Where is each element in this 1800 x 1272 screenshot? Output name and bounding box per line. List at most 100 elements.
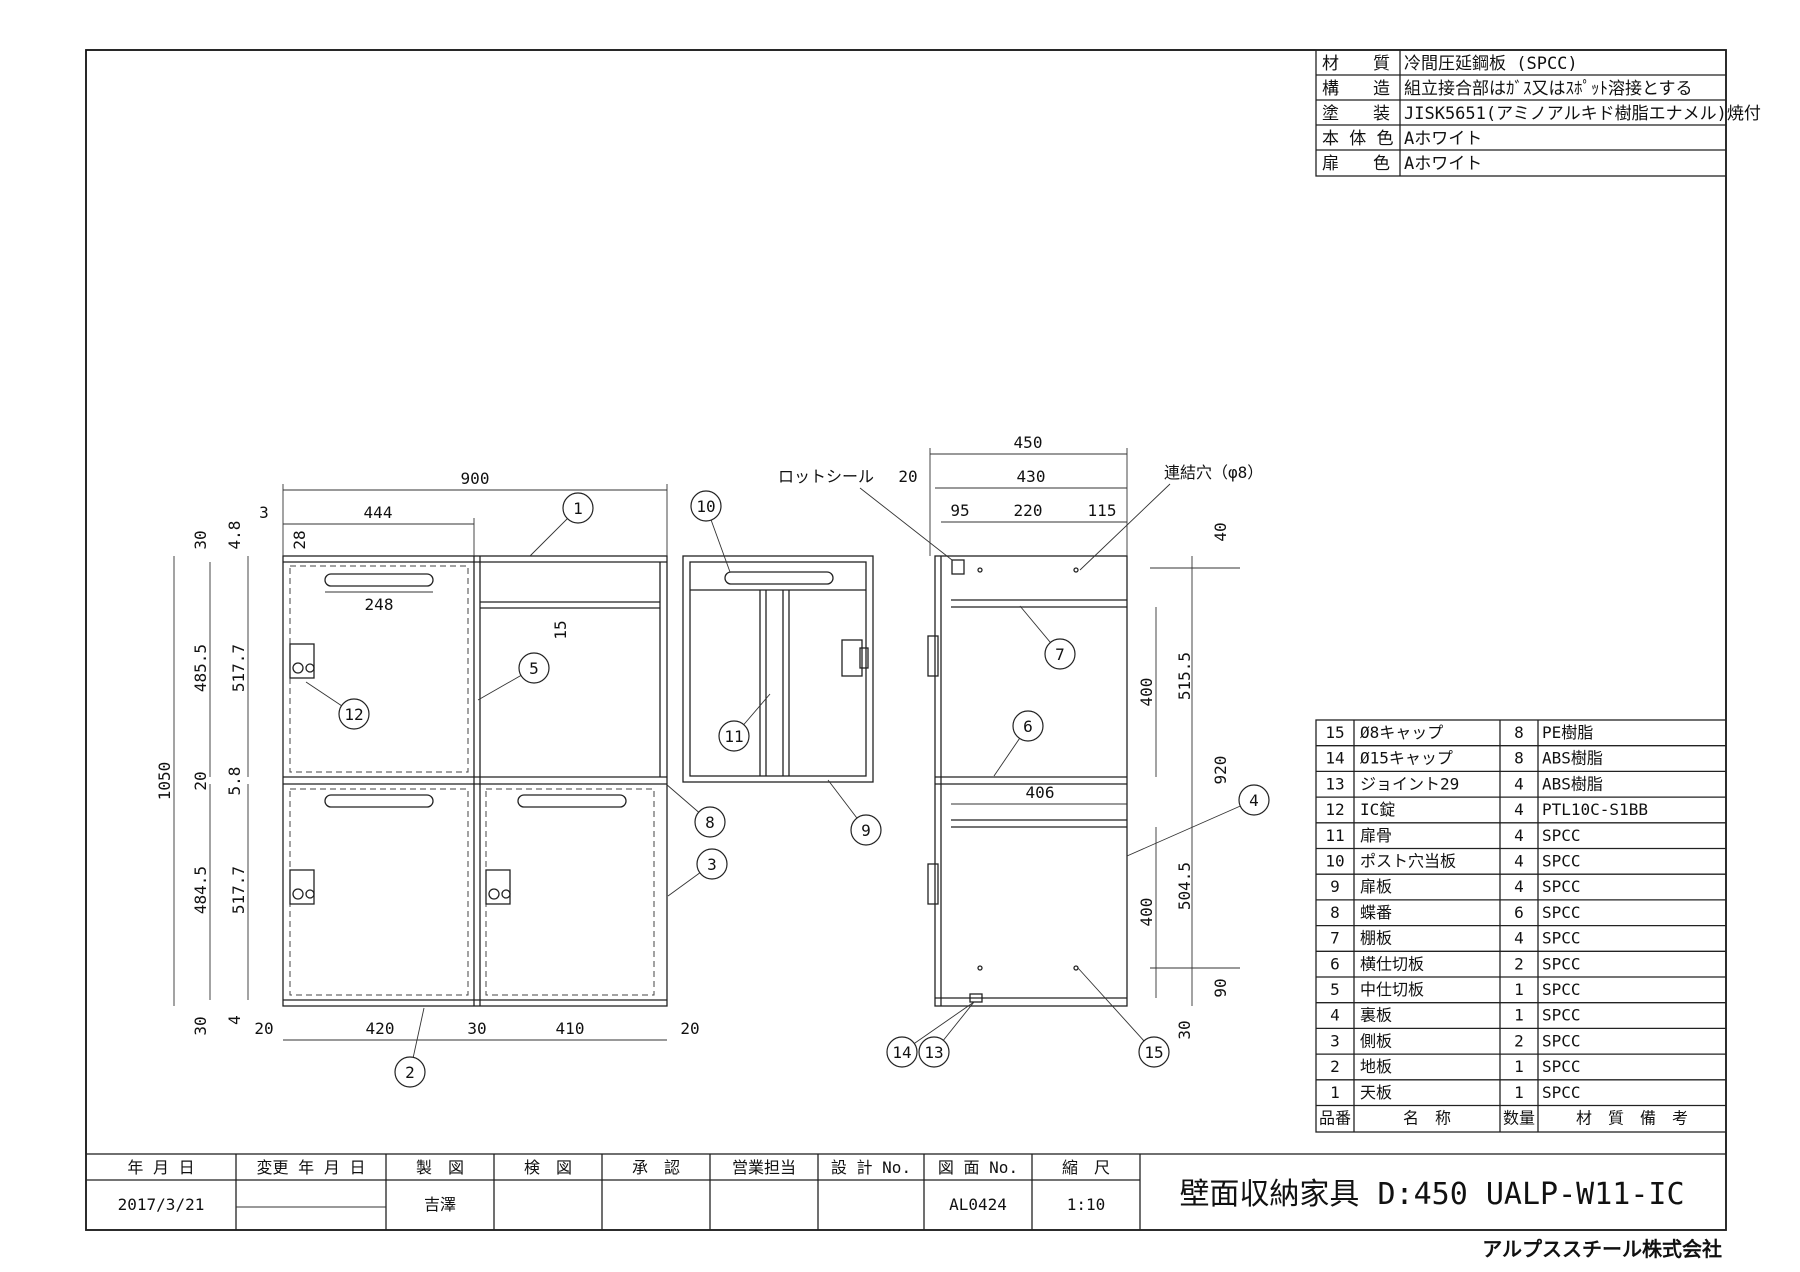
parts-cell-qty: 1 — [1514, 1006, 1524, 1025]
balloon-15: 15 — [1077, 967, 1170, 1068]
balloon-9: 9 — [827, 779, 882, 846]
parts-cell-name: 扉板 — [1360, 877, 1392, 896]
balloon-label: 11 — [724, 727, 743, 746]
spec-label-1: 構 造 — [1322, 79, 1390, 99]
balloon-6: 6 — [993, 710, 1044, 777]
spec-label-4: 扉 色 — [1322, 154, 1390, 174]
dim-115: 115 — [1088, 501, 1117, 520]
spec-label-3: 本 体 色 — [1322, 129, 1393, 149]
balloon-label: 2 — [405, 1063, 415, 1082]
company-logo-text: アルプススチール株式会社 — [1482, 1237, 1722, 1261]
parts-cell-material: SPCC — [1542, 877, 1581, 896]
spec-value-2: JISK5651(アミノアルキド樹脂エナメル)焼付 — [1404, 104, 1761, 124]
dim-515.5: 515.5 — [1175, 652, 1194, 700]
parts-cell-no: 1 — [1330, 1083, 1340, 1102]
parts-cell-material: SPCC — [1542, 980, 1581, 999]
balloon-label: 3 — [707, 855, 717, 874]
lock-icon — [841, 639, 869, 677]
balloon-label: 5 — [529, 659, 539, 678]
balloon-14: 14 — [886, 1001, 975, 1068]
tb-date: 2017/3/21 — [118, 1195, 205, 1214]
parts-cell-material: SPCC — [1542, 826, 1581, 845]
dim-400-upper: 400 — [1137, 678, 1156, 707]
balloon-11: 11 — [718, 693, 771, 752]
dim-20-br: 20 — [680, 1019, 699, 1038]
parts-cell-no: 14 — [1325, 749, 1344, 768]
parts-cell-name: 側板 — [1360, 1031, 1392, 1050]
parts-cell-qty: 8 — [1514, 749, 1524, 768]
parts-cell-qty: 2 — [1514, 954, 1524, 973]
spec-value-3: Aホワイト — [1404, 129, 1482, 149]
balloon-label: 13 — [924, 1043, 943, 1062]
parts-cell-qty: 6 — [1514, 903, 1524, 922]
parts-cell-name: 裏板 — [1360, 1006, 1392, 1025]
parts-cell-material: SPCC — [1542, 954, 1581, 973]
balloon-5: 5 — [477, 652, 550, 701]
balloon-label: 6 — [1023, 717, 1033, 736]
parts-cell-qty: 8 — [1514, 723, 1524, 742]
parts-cell-no: 9 — [1330, 877, 1340, 896]
parts-header-name: 名 称 — [1403, 1109, 1451, 1128]
tb-header-8: 縮 尺 — [1062, 1158, 1110, 1177]
dim-20-bl: 20 — [254, 1019, 273, 1038]
parts-cell-material: SPCC — [1542, 1006, 1581, 1025]
balloon-label: 1 — [573, 499, 583, 518]
dim-1050: 1050 — [155, 762, 174, 801]
dim-90: 90 — [1211, 978, 1230, 997]
spec-value-1: 組立接合部はｶﾞｽ又はｽﾎﾟｯﾄ溶接とする — [1404, 79, 1693, 99]
dim-504.5: 504.5 — [1175, 862, 1194, 910]
balloon-1: 1 — [529, 492, 594, 557]
dim-220: 220 — [1014, 501, 1043, 520]
parts-cell-name: 扉骨 — [1360, 826, 1392, 845]
dim-30-bm: 30 — [467, 1019, 486, 1038]
balloon-2: 2 — [394, 1007, 426, 1088]
parts-cell-name: ジョイント29 — [1360, 774, 1459, 793]
parts-cell-qty: 4 — [1514, 929, 1524, 948]
parts-cell-no: 5 — [1330, 980, 1340, 999]
parts-cell-name: ポスト穴当板 — [1360, 852, 1456, 871]
balloon-3: 3 — [667, 848, 728, 897]
title-block: 年 月 日 変更 年 月 日 製 図 検 図 承 認 営業担当 設 計 No. … — [85, 1153, 1727, 1261]
dim-920: 920 — [1211, 756, 1230, 785]
parts-cell-name: 蝶番 — [1360, 903, 1392, 922]
parts-cell-name: 横仕切板 — [1360, 954, 1424, 973]
spec-value-4: Aホワイト — [1404, 154, 1482, 174]
dim-484.5: 484.5 — [191, 866, 210, 914]
parts-cell-material: PTL10C-S1BB — [1542, 800, 1648, 819]
dim-517.7-lower: 517.7 — [229, 866, 248, 914]
parts-cell-material: SPCC — [1542, 1083, 1581, 1102]
dim-485.5: 485.5 — [191, 644, 210, 692]
balloon-label: 8 — [705, 813, 715, 832]
dim-28: 28 — [290, 530, 309, 549]
parts-cell-name: 棚板 — [1360, 929, 1392, 948]
tb-header-5: 営業担当 — [732, 1158, 796, 1177]
dim-95: 95 — [950, 501, 969, 520]
label-connect-hole: 連結穴（φ8） — [1164, 463, 1263, 482]
dim-400-lower: 400 — [1137, 898, 1156, 927]
parts-cell-material: SPCC — [1542, 852, 1581, 871]
balloon-label: 9 — [861, 821, 871, 840]
dim-30-side: 30 — [1175, 1020, 1194, 1039]
parts-cell-no: 10 — [1325, 852, 1344, 871]
tb-header-2: 製 図 — [416, 1158, 464, 1177]
parts-cell-qty: 4 — [1514, 826, 1524, 845]
balloon-12: 12 — [305, 681, 370, 730]
balloon-label: 14 — [892, 1043, 911, 1062]
parts-cell-name: 地板 — [1360, 1057, 1392, 1076]
drawing-title: 壁面収納家具 D:450 UALP-W11-IC — [1179, 1177, 1684, 1212]
dim-450: 450 — [1014, 433, 1043, 452]
tb-drawing-no: AL0424 — [949, 1195, 1007, 1214]
dim-444: 444 — [364, 503, 393, 522]
parts-cell-no: 7 — [1330, 929, 1340, 948]
parts-cell-qty: 4 — [1514, 877, 1524, 896]
lock-icon — [485, 869, 511, 905]
dim-40: 40 — [1211, 522, 1230, 541]
dim-5.8: 5.8 — [225, 767, 244, 796]
parts-cell-qty: 1 — [1514, 1083, 1524, 1102]
parts-header-qty: 数量 — [1503, 1109, 1535, 1128]
parts-cell-material: SPCC — [1542, 903, 1581, 922]
tb-header-0: 年 月 日 — [127, 1158, 194, 1177]
